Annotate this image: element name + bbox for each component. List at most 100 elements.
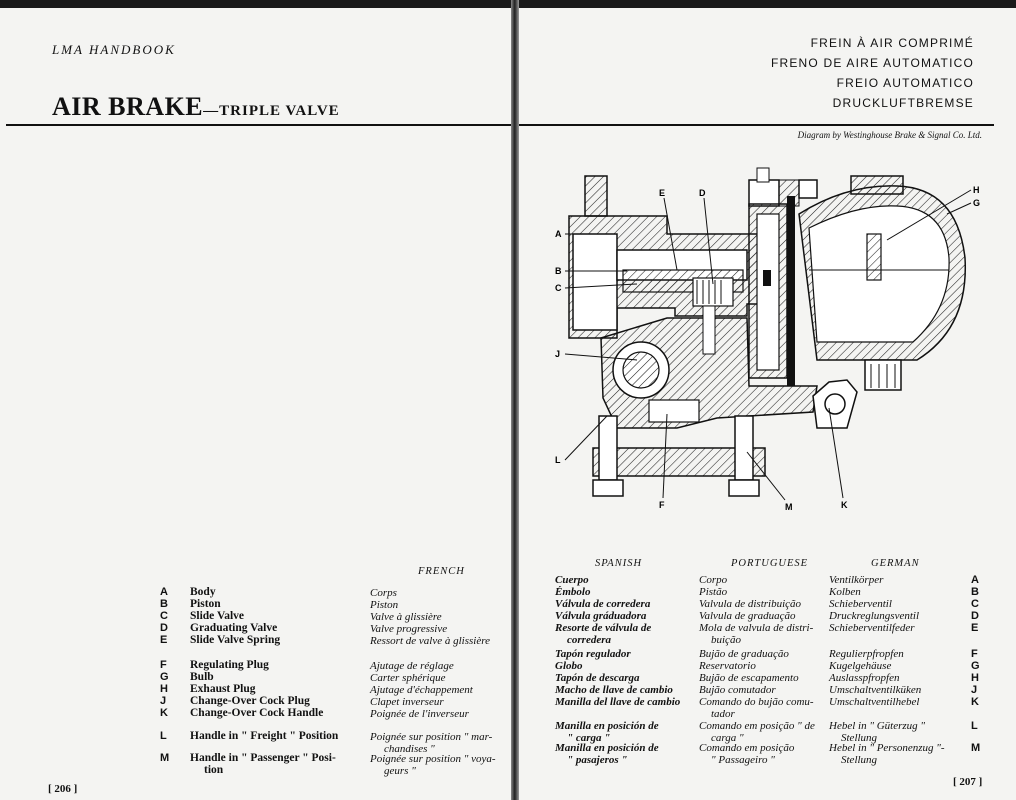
row-letter: B	[160, 598, 168, 610]
spanish-term: Tapón de descarga	[555, 672, 640, 684]
spanish-term: Macho de llave de cambio	[555, 684, 673, 696]
german-term: Umschaltventilküken	[829, 684, 922, 696]
french-term: Corps	[370, 587, 397, 599]
header-rule	[6, 124, 513, 126]
row-letter: F	[160, 659, 167, 671]
spanish-term: Manilla en posición de	[555, 742, 659, 754]
german-term: Stellung	[841, 732, 878, 744]
diagram-label-j: J	[555, 349, 560, 359]
english-term: Regulating Plug	[190, 659, 269, 671]
english-term: Slide Valve Spring	[190, 634, 281, 646]
page-title: AIR BRAKE—TRIPLE VALVE	[52, 92, 340, 122]
spanish-term: Tapón regulador	[555, 648, 631, 660]
french-term: Poignée sur position " voya-	[370, 753, 496, 765]
portuguese-term: carga "	[711, 732, 744, 744]
french-term: Poignée sur position " mar-	[370, 731, 493, 743]
portuguese-term: Comando em posição	[699, 742, 795, 754]
row-letter: G	[160, 671, 169, 683]
page-number-right: [ 207 ]	[953, 776, 983, 788]
row-letter-right: M	[971, 742, 981, 754]
row-letter-right: H	[971, 672, 979, 684]
german-term: Auslasspfropfen	[829, 672, 900, 684]
title-french: FREIN À AIR COMPRIMÉ	[810, 36, 974, 50]
row-letter-right: C	[971, 598, 979, 610]
portuguese-term: Bujão comutador	[699, 684, 776, 696]
spanish-term: Válvula de corredera	[555, 598, 651, 610]
row-letter-right: D	[971, 610, 979, 622]
row-letter-right: A	[971, 574, 979, 586]
german-term: Kolben	[829, 586, 861, 598]
diagram-label-f: F	[659, 500, 665, 510]
german-term: Schieberventilfeder	[829, 622, 915, 634]
row-letter: M	[160, 752, 170, 764]
spanish-term: " pasajeros "	[567, 754, 628, 766]
diagram-label-k: K	[841, 500, 848, 510]
english-term: Handle in " Passenger " Posi-	[190, 752, 336, 764]
title-spanish: FRENO DE AIRE AUTOMATICO	[770, 56, 974, 70]
diagram-label-h: H	[973, 185, 980, 195]
triple-valve-diagram: A B C J L E D F M K H G	[555, 167, 980, 512]
spanish-term: corredera	[567, 634, 611, 646]
portuguese-term: Mola de valvula de distri-	[699, 622, 814, 634]
title-portuguese: FREIO AUTOMATICO	[836, 76, 974, 90]
german-term: Schieberventil	[829, 598, 892, 610]
english-term: Slide Valve	[190, 610, 245, 622]
portuguese-term: Corpo	[699, 574, 728, 586]
header-rule-right	[517, 124, 994, 126]
french-term: Ressort de valve à glissière	[370, 635, 490, 647]
german-term: Stellung	[841, 754, 878, 766]
row-letter: K	[160, 707, 168, 719]
right-page: FREIN À AIR COMPRIMÉ FRENO DE AIRE AUTOM…	[517, 8, 1016, 800]
spanish-term: Cuerpo	[555, 574, 589, 586]
english-term: Exhaust Plug	[190, 683, 256, 695]
spanish-term: Manilla del llave de cambio	[555, 696, 681, 708]
spanish-heading: SPANISH	[595, 558, 643, 569]
row-letter: D	[160, 622, 168, 634]
diagram-label-a: A	[555, 229, 562, 239]
english-term: Handle in " Freight " Position	[190, 730, 339, 742]
handbook-header: LMA HANDBOOK	[52, 42, 176, 57]
german-heading: GERMAN	[871, 558, 920, 569]
english-term: Change-Over Cock Plug	[190, 695, 310, 707]
french-term-cont: chandises "	[384, 743, 435, 755]
row-letter: H	[160, 683, 168, 695]
title-sub: —TRIPLE VALVE	[203, 103, 340, 119]
french-heading: FRENCH	[418, 566, 465, 577]
french-term: Piston	[370, 599, 399, 611]
french-term: Ajutage de réglage	[370, 660, 454, 672]
spanish-term: Válvula gráduadora	[555, 610, 647, 622]
english-term: Piston	[190, 598, 221, 610]
spanish-term: Émbolo	[555, 586, 591, 598]
portuguese-term: Pistão	[699, 586, 728, 598]
diagram-label-b: B	[555, 266, 562, 276]
portuguese-term: Reservatorio	[699, 660, 756, 672]
german-term: Hebel in " Güterzug "	[829, 720, 926, 732]
book-gutter	[511, 0, 519, 800]
german-term: Regulierpfropfen	[829, 648, 904, 660]
portuguese-term: Valvula de graduação	[699, 610, 796, 622]
portuguese-term: " Passageiro "	[711, 754, 775, 766]
french-term: Poignée de l'inverseur	[370, 708, 469, 720]
portuguese-term: Comando do bujão comu-	[699, 696, 814, 708]
french-term: Valve progressive	[370, 623, 448, 635]
spanish-term: Globo	[555, 660, 583, 672]
french-term: Valve à glissière	[370, 611, 442, 623]
title-main: AIR BRAKE	[52, 92, 204, 121]
row-letter: C	[160, 610, 168, 622]
portuguese-term: Bujão de graduação	[699, 648, 789, 660]
row-letter-right: B	[971, 586, 979, 598]
german-term: Hebel in " Personenzug "-	[829, 742, 945, 754]
diagram-label-m: M	[785, 502, 793, 512]
row-letter: A	[160, 586, 168, 598]
row-letter: L	[160, 730, 167, 742]
row-letter: E	[160, 634, 168, 646]
diagram-credit: Diagram by Westinghouse Brake & Signal C…	[797, 130, 982, 140]
english-term-cont: tion	[204, 764, 224, 776]
german-term: Ventilkörper	[829, 574, 884, 586]
diagram-label-e: E	[659, 188, 665, 198]
german-term: Umschaltventilhebel	[829, 696, 920, 708]
diagram-label-g: G	[973, 198, 980, 208]
row-letter-right: G	[971, 660, 980, 672]
diagram-label-d: D	[699, 188, 706, 198]
spanish-term: Resorte de válvula de	[555, 622, 652, 634]
